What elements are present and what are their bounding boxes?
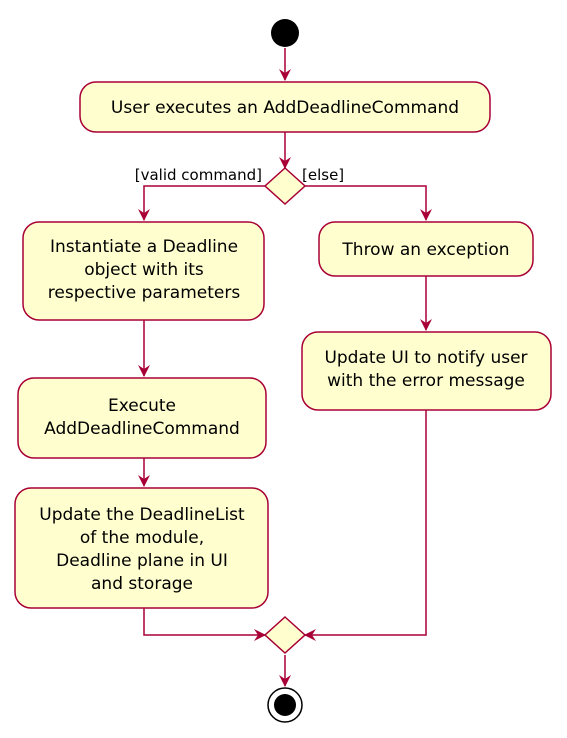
action-execute-line-1: Execute [108, 396, 176, 416]
action-update-ui-line-1: Update UI to notify user [324, 348, 527, 368]
edges [138, 48, 432, 687]
action-execute-command: Execute AddDeadlineCommand [17, 377, 267, 459]
action-execute-line-2: AddDeadlineCommand [44, 419, 240, 439]
action-update-list-line-3: Deadline plane in UI [56, 551, 228, 571]
action-user-executes-label: User executes an AddDeadlineCommand [111, 98, 459, 118]
start-node [271, 19, 299, 47]
edge-update-list-to-merge [143, 608, 266, 641]
action-update-ui: Update UI to notify user with the error … [301, 331, 552, 411]
action-instantiate-deadline: Instantiate a Deadline object with its r… [22, 221, 265, 321]
action-update-list-line-1: Update the DeadlineList [39, 505, 245, 525]
guard-else: [else] [302, 166, 344, 184]
action-update-deadline-list: Update the DeadlineList of the module, D… [14, 487, 269, 609]
action-update-ui-line-2: with the error message [327, 371, 525, 391]
action-update-list-line-4: and storage [91, 574, 193, 594]
end-node [267, 687, 303, 723]
decision-diamond [263, 166, 307, 206]
merge-diamond [263, 615, 307, 655]
action-instantiate-line-1: Instantiate a Deadline [50, 237, 238, 257]
edge-decision-to-instantiate [138, 185, 265, 221]
action-instantiate-line-2: object with its [84, 260, 204, 280]
action-instantiate-line-3: respective parameters [48, 283, 241, 303]
action-user-executes: User executes an AddDeadlineCommand [79, 81, 491, 133]
action-throw-exception: Throw an exception [318, 221, 534, 277]
action-throw-exception-label: Throw an exception [341, 240, 509, 260]
edge-update-ui-to-merge [304, 410, 427, 641]
guard-valid-command: [valid command] [135, 166, 262, 184]
edge-decision-to-throw-exception [305, 185, 432, 221]
action-update-list-line-2: of the module, [80, 528, 204, 548]
